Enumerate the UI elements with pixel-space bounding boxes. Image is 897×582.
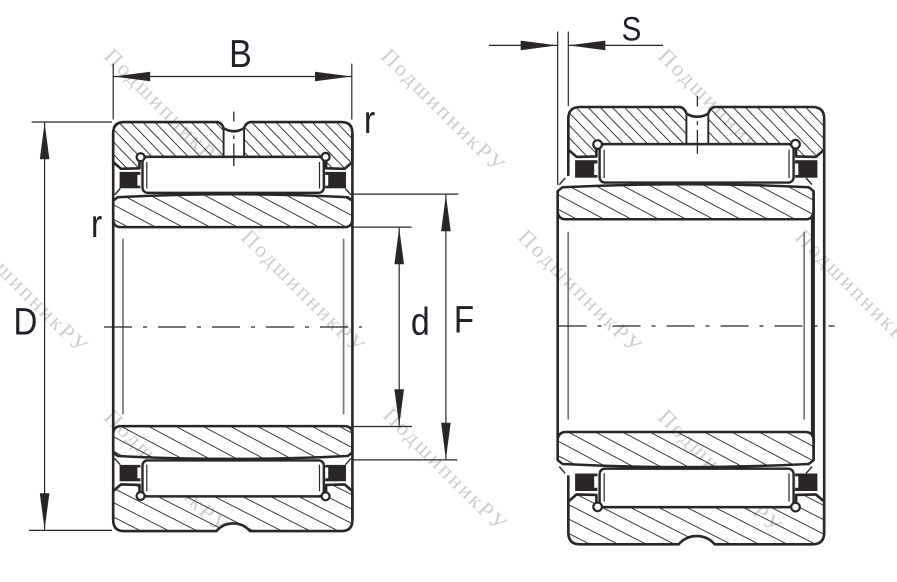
svg-text:S: S — [622, 9, 642, 47]
svg-text:r: r — [364, 98, 375, 142]
svg-text:d: d — [411, 300, 430, 344]
svg-text:F: F — [454, 298, 474, 341]
svg-text:r: r — [91, 202, 102, 246]
svg-text:B: B — [229, 32, 252, 76]
svg-text:D: D — [13, 300, 37, 343]
